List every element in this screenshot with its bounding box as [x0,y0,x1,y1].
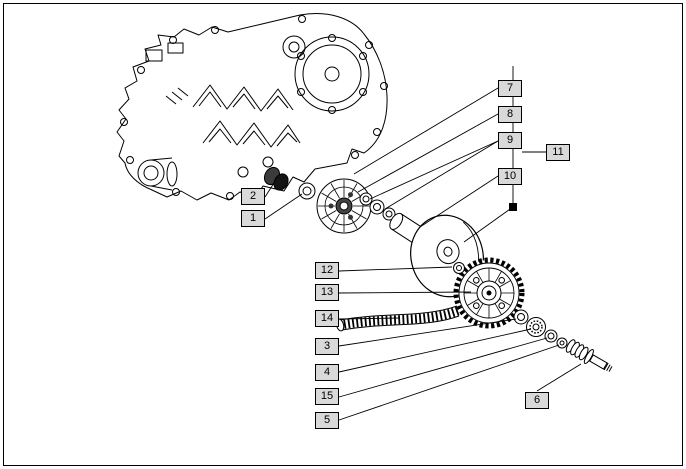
callout-box-9[interactable]: 9 [498,132,522,149]
bushing-part [263,166,289,191]
fan-plate-part [316,178,372,234]
callout-box-8[interactable]: 8 [498,106,522,123]
crankcase-drawing [116,13,388,201]
callout-box-11[interactable]: 11 [546,144,570,161]
bracket-endpoint-square [509,203,517,211]
wheel-fins [464,268,514,318]
roller-washer-parts [359,192,396,221]
callout-box-7[interactable]: 7 [498,80,522,97]
callout-box-6[interactable]: 6 [525,392,549,409]
callout-box-1[interactable]: 1 [241,210,265,227]
shaft-end-washer [453,262,465,274]
callout-box-4[interactable]: 4 [315,364,339,381]
washer-bearing-parts [513,309,568,349]
callout-box-2[interactable]: 2 [241,188,265,205]
callout-box-14[interactable]: 14 [315,310,339,327]
callout-box-12[interactable]: 12 [315,262,339,279]
callout-box-5[interactable]: 5 [315,412,339,429]
callout-box-10[interactable]: 10 [498,168,522,185]
bolt-spring-part [565,339,613,372]
exploded-parts [263,166,613,372]
diagram-border [3,3,683,466]
washer-part-1 [298,182,316,200]
fan-fins [318,180,370,232]
callout-box-13[interactable]: 13 [315,284,339,301]
leader-lines [264,66,582,421]
toothed-wheel-part [453,257,525,329]
callout-box-15[interactable]: 15 [315,388,339,405]
callout-box-3[interactable]: 3 [315,338,339,355]
